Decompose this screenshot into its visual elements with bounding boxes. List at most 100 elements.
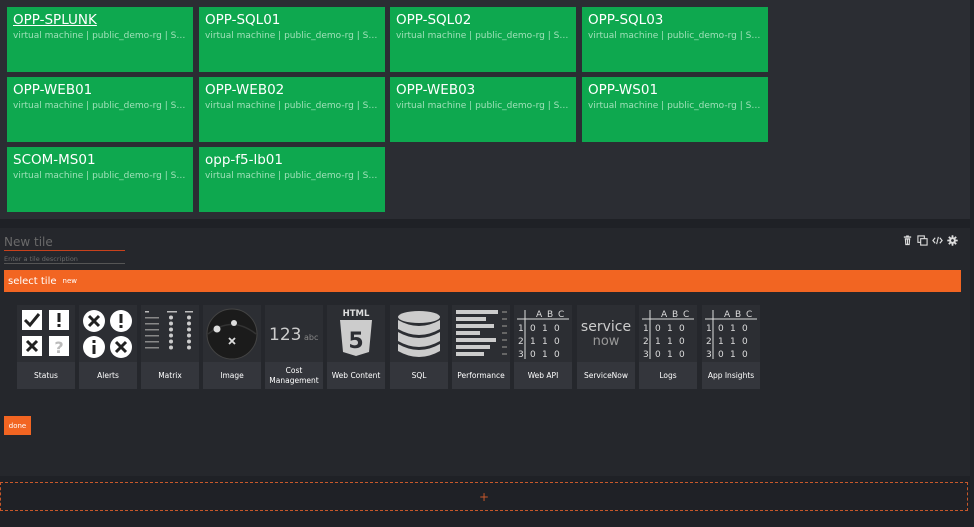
tile-description: virtual machine | public_demo-rg | Stand… xyxy=(13,101,187,111)
row-cell: 1 xyxy=(667,337,673,347)
row-cell: 1 xyxy=(542,324,548,334)
tile-type-label: Image xyxy=(220,371,244,380)
resource-tile[interactable]: OPP-SQL03 virtual machine | public_demo-… xyxy=(582,7,768,72)
row-cell: 3 xyxy=(518,350,524,360)
image-icon xyxy=(203,305,261,362)
html5-icon-digit: 5 xyxy=(348,329,363,354)
row-cell: 0 xyxy=(742,324,748,334)
tile-type-label: Web API xyxy=(527,371,559,380)
tile-name: OPP-WEB01 xyxy=(13,82,93,98)
tile-description: virtual machine | public_demo-rg | Stand… xyxy=(396,31,570,41)
tile-type-label: SQL xyxy=(411,371,427,380)
row-cell: 0 xyxy=(554,337,560,347)
row-cell: 2 xyxy=(518,337,524,347)
tile-type-sql[interactable]: SQL xyxy=(390,305,448,389)
resource-tile[interactable]: opp-f5-lb01 virtual machine | public_dem… xyxy=(199,147,385,212)
code-icon[interactable] xyxy=(931,234,943,246)
gear-icon[interactable] xyxy=(946,234,958,246)
resource-tile[interactable]: SCOM-MS01 virtual machine | public_demo-… xyxy=(7,147,193,212)
status-icon: ? xyxy=(17,305,75,362)
tile-description: virtual machine | public_demo-rg | Stand… xyxy=(13,171,187,181)
tile-name: OPP-SQL03 xyxy=(588,12,664,28)
row-cell: 0 xyxy=(679,337,685,347)
new-tag: new xyxy=(62,277,77,285)
row-cell: 1 xyxy=(518,324,524,334)
tile-name: opp-f5-lb01 xyxy=(205,152,283,168)
cost-icon: 123 abc xyxy=(265,305,323,362)
col-header: B xyxy=(672,310,678,320)
tile-type-label: Logs xyxy=(659,371,677,380)
tile-description: virtual machine | public_demo-rg | Stand… xyxy=(205,171,379,181)
row-cell: 1 xyxy=(655,337,661,347)
row-cell: 0 xyxy=(679,324,685,334)
row-cell: 1 xyxy=(706,324,712,334)
resource-tile[interactable]: OPP-SPLUNK virtual machine | public_demo… xyxy=(7,7,193,72)
col-header: C xyxy=(558,310,564,320)
tile-type-image[interactable]: Image xyxy=(203,305,261,389)
col-header: B xyxy=(735,310,741,320)
tile-type-performance[interactable]: Performance xyxy=(452,305,510,389)
tile-description: virtual machine | public_demo-rg | Stand… xyxy=(13,31,187,41)
row-cell: 0 xyxy=(742,337,748,347)
tile-type-cost-management[interactable]: 123 abc Cost Management xyxy=(265,305,323,389)
tile-type-web-content[interactable]: HTML 5 Web Content xyxy=(327,305,385,389)
tile-name: OPP-SQL01 xyxy=(205,12,281,28)
servicenow-icon-text: service xyxy=(581,319,631,335)
tile-type-label: Matrix xyxy=(158,371,182,380)
html5-icon: HTML 5 xyxy=(327,305,385,362)
col-header: A xyxy=(536,310,543,320)
tile-type-label: Status xyxy=(34,371,58,380)
dashboard-tiles-area: OPP-SPLUNK virtual machine | public_demo… xyxy=(0,0,970,219)
tile-type-matrix[interactable]: Matrix xyxy=(141,305,199,389)
resource-tile[interactable]: OPP-WEB03 virtual machine | public_demo-… xyxy=(390,77,576,142)
copy-icon[interactable] xyxy=(916,234,928,246)
tile-type-label: Web Content xyxy=(331,371,381,380)
resource-tile[interactable]: OPP-WS01 virtual machine | public_demo-r… xyxy=(582,77,768,142)
resource-tile[interactable]: OPP-WEB01 virtual machine | public_demo-… xyxy=(7,77,193,142)
cost-icon-sub: abc xyxy=(304,333,318,342)
tile-description: virtual machine | public_demo-rg | Stand… xyxy=(588,101,762,111)
add-tile-dropzone[interactable]: + xyxy=(0,482,968,511)
row-cell: 0 xyxy=(530,324,536,334)
plus-icon: + xyxy=(478,489,490,504)
col-header: C xyxy=(746,310,752,320)
tile-name: OPP-WS01 xyxy=(588,82,659,98)
tile-name: OPP-WEB02 xyxy=(205,82,285,98)
resource-tile[interactable]: OPP-WEB02 virtual machine | public_demo-… xyxy=(199,77,385,142)
col-header: A xyxy=(724,310,731,320)
row-cell: 1 xyxy=(530,337,536,347)
select-tile-bar[interactable]: select tile new xyxy=(4,270,961,292)
tile-description-input[interactable] xyxy=(4,254,125,264)
tile-description: virtual machine | public_demo-rg | Stand… xyxy=(205,101,379,111)
row-cell: 0 xyxy=(530,350,536,360)
resource-tile[interactable]: OPP-SQL01 virtual machine | public_demo-… xyxy=(199,7,385,72)
row-cell: 0 xyxy=(679,350,685,360)
tile-type-servicenow[interactable]: service now ServiceNow xyxy=(577,305,635,389)
col-header: B xyxy=(547,310,553,320)
tile-name: OPP-SQL02 xyxy=(396,12,472,28)
row-cell: 3 xyxy=(643,350,649,360)
tile-type-status[interactable]: ? Status xyxy=(17,305,75,389)
col-header: A xyxy=(661,310,668,320)
html5-icon-text: HTML xyxy=(343,309,370,319)
tile-type-label: Alerts xyxy=(97,371,119,380)
row-cell: 1 xyxy=(730,350,736,360)
tile-type-alerts[interactable]: Alerts xyxy=(79,305,137,389)
tile-type-label: Cost Management xyxy=(269,366,319,385)
matrix-icon xyxy=(141,305,199,362)
tile-type-label: Performance xyxy=(457,371,505,380)
tile-title-input[interactable] xyxy=(4,234,125,251)
select-tile-label: select tile xyxy=(8,275,57,287)
trash-icon[interactable] xyxy=(901,234,913,246)
row-cell: 3 xyxy=(706,350,712,360)
done-button[interactable]: done xyxy=(4,416,31,435)
resource-tile[interactable]: OPP-SQL02 virtual machine | public_demo-… xyxy=(390,7,576,72)
alerts-icon xyxy=(79,305,137,362)
tile-description: virtual machine | public_demo-rg | Stand… xyxy=(588,31,762,41)
